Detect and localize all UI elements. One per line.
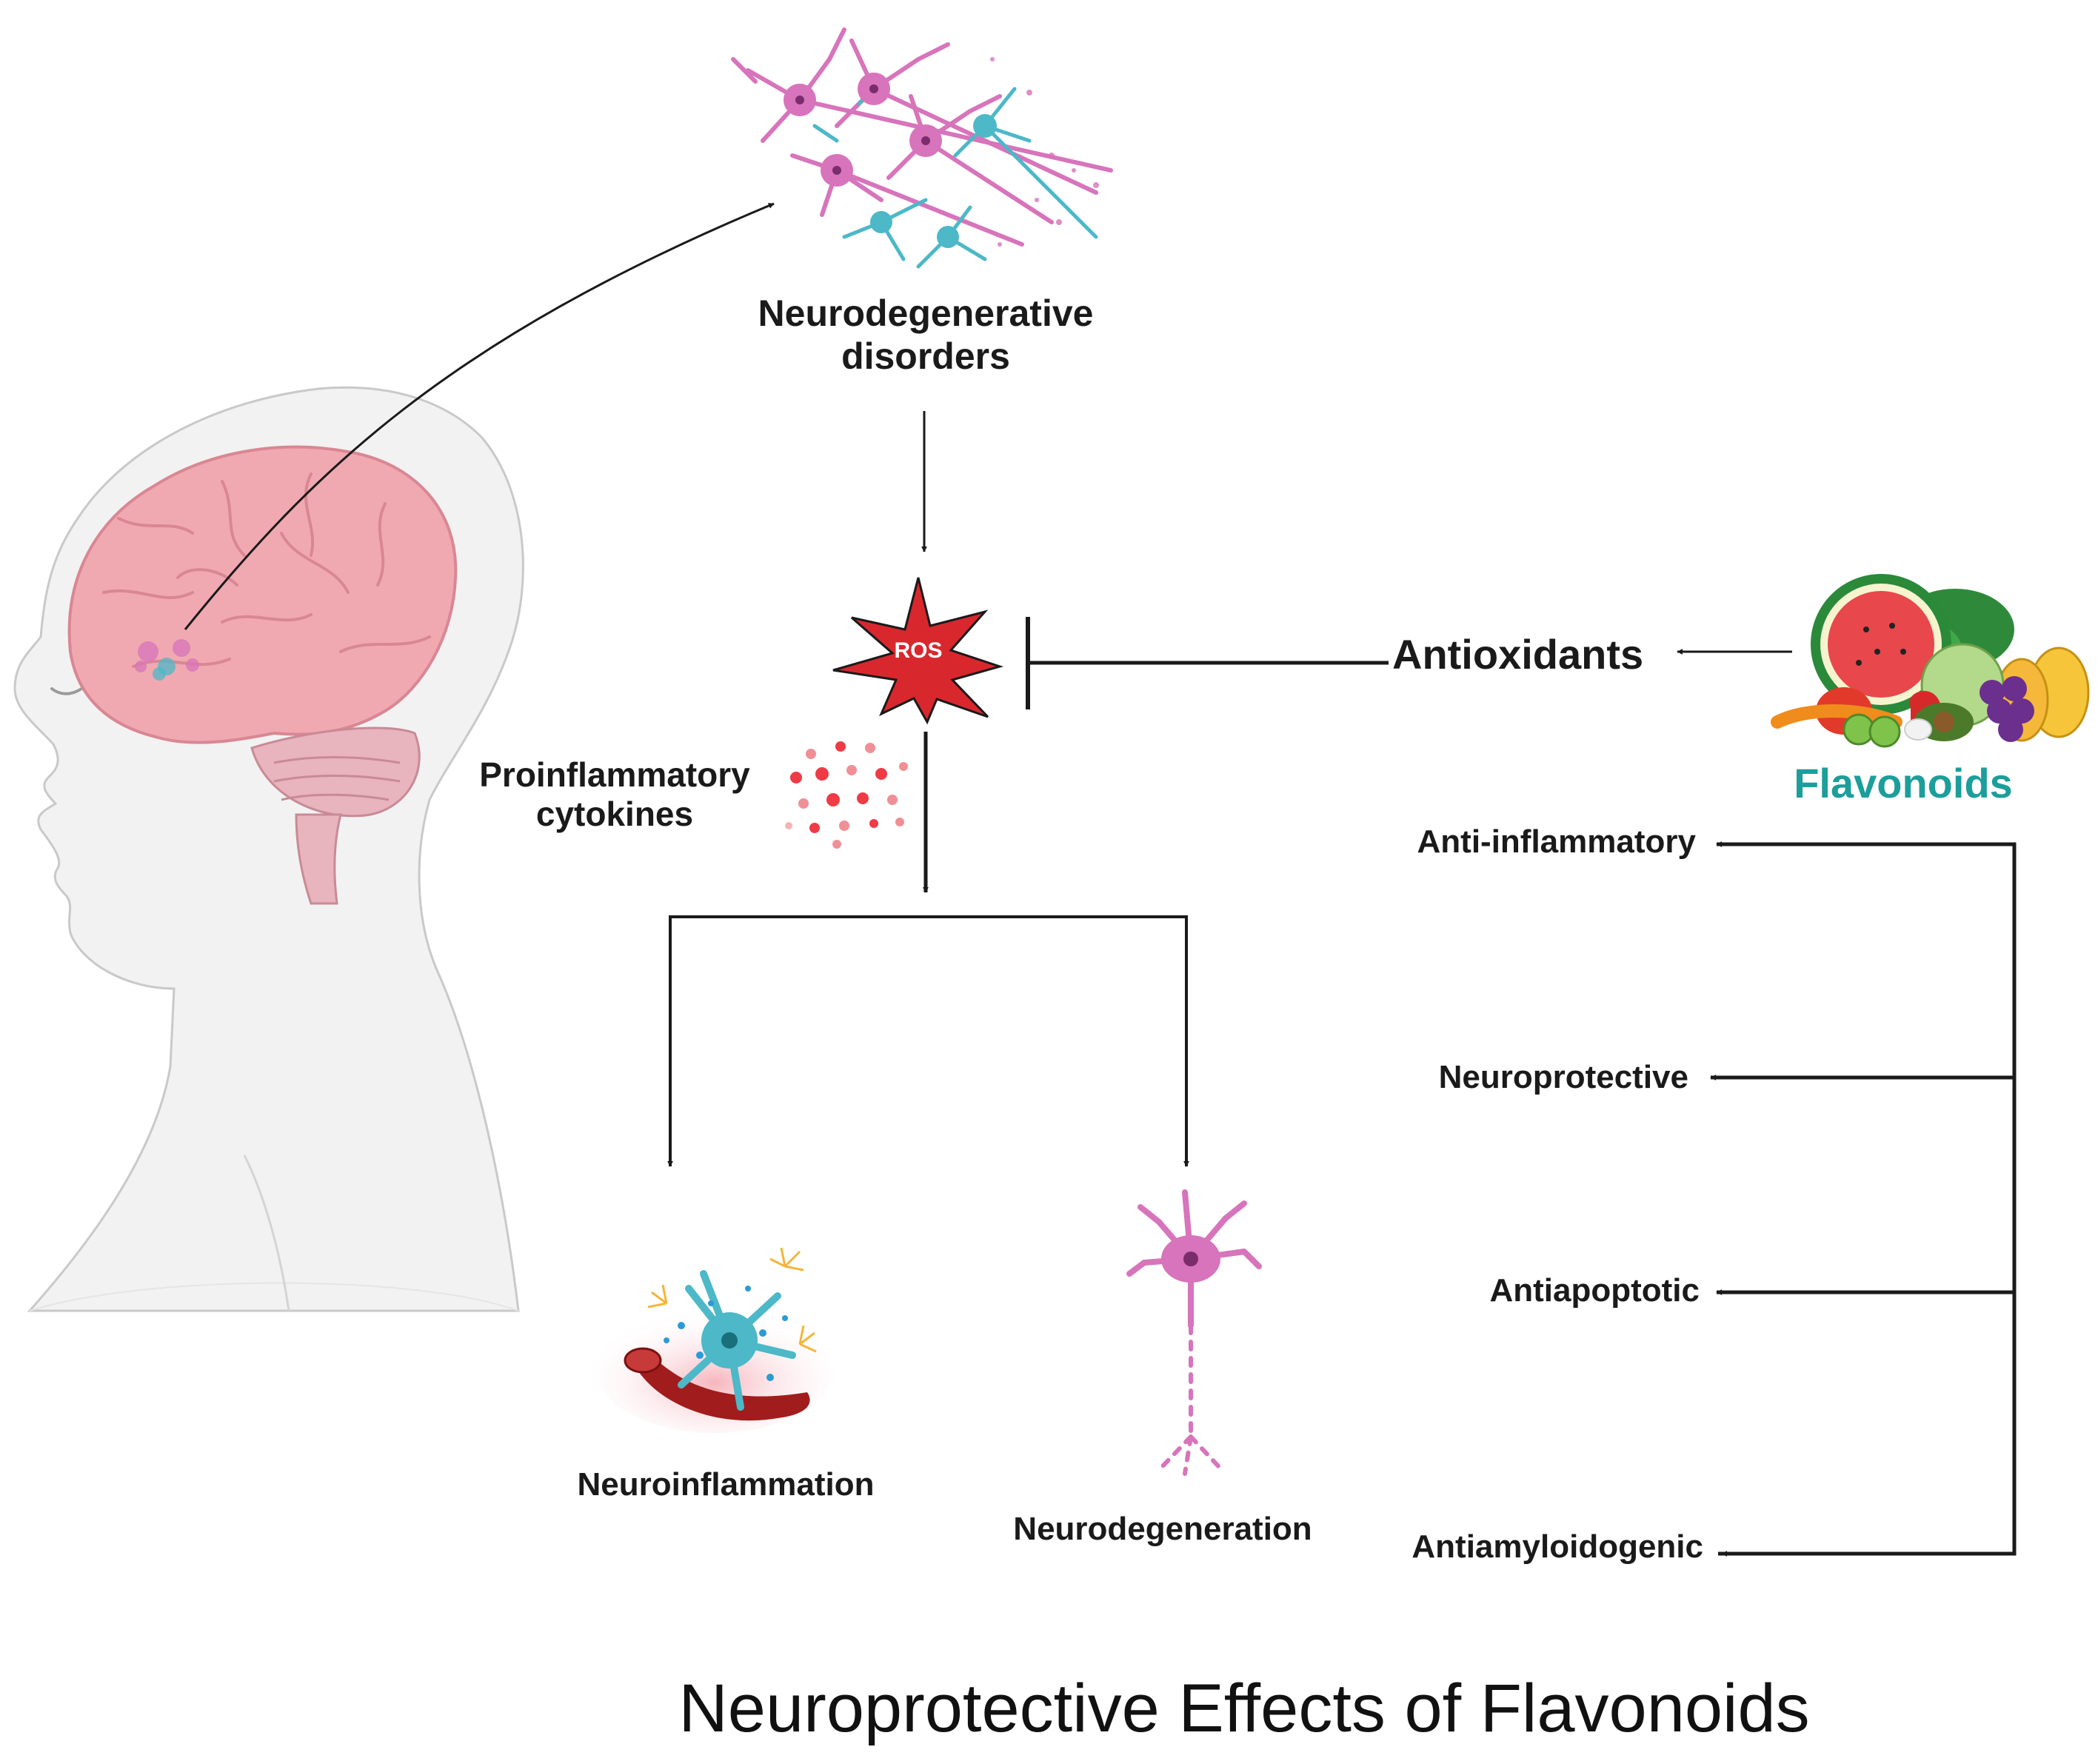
fruit-vegetable-basket-icon	[1771, 574, 2090, 748]
effects-bracket-line	[1718, 842, 2017, 1556]
brain-icon	[67, 445, 458, 905]
neuroinflammation-icon	[596, 1247, 833, 1433]
antiapoptotic-label: Antiapoptotic	[1489, 1272, 1700, 1309]
neuron-cluster-icon	[731, 27, 1113, 269]
neurodegenerative-disorders-label: Neurodegenerative disorders	[758, 293, 1094, 377]
anti-inflammatory-label: Anti-inflammatory	[1417, 823, 1696, 860]
antioxidants-label: Antioxidants	[1392, 631, 1644, 678]
flavonoids-label: Flavonoids	[1794, 760, 2013, 806]
ros-burst-icon	[832, 577, 1004, 725]
cytokine-dots-icon	[785, 741, 908, 849]
neuron-icon	[1126, 1189, 1262, 1476]
brain-lesion-icon	[135, 639, 199, 681]
proinflammatory-cytokines-label: Proinflammatory cytokines	[479, 755, 750, 833]
figure-title: Neuroprotective Effects of Flavonoids	[678, 1671, 1810, 1746]
neuroinflammation-label: Neuroinflammation	[577, 1466, 875, 1503]
neurodegeneration-label: Neurodegeneration	[1013, 1511, 1312, 1547]
branch-line-left	[667, 915, 1186, 1167]
antiamyloidogenic-label: Antiamyloidogenic	[1412, 1529, 1703, 1565]
ros-label: ROS	[894, 638, 943, 663]
arrow-brain-to-disorders	[184, 202, 775, 630]
neuroprotective-label: Neuroprotective	[1438, 1059, 1688, 1095]
